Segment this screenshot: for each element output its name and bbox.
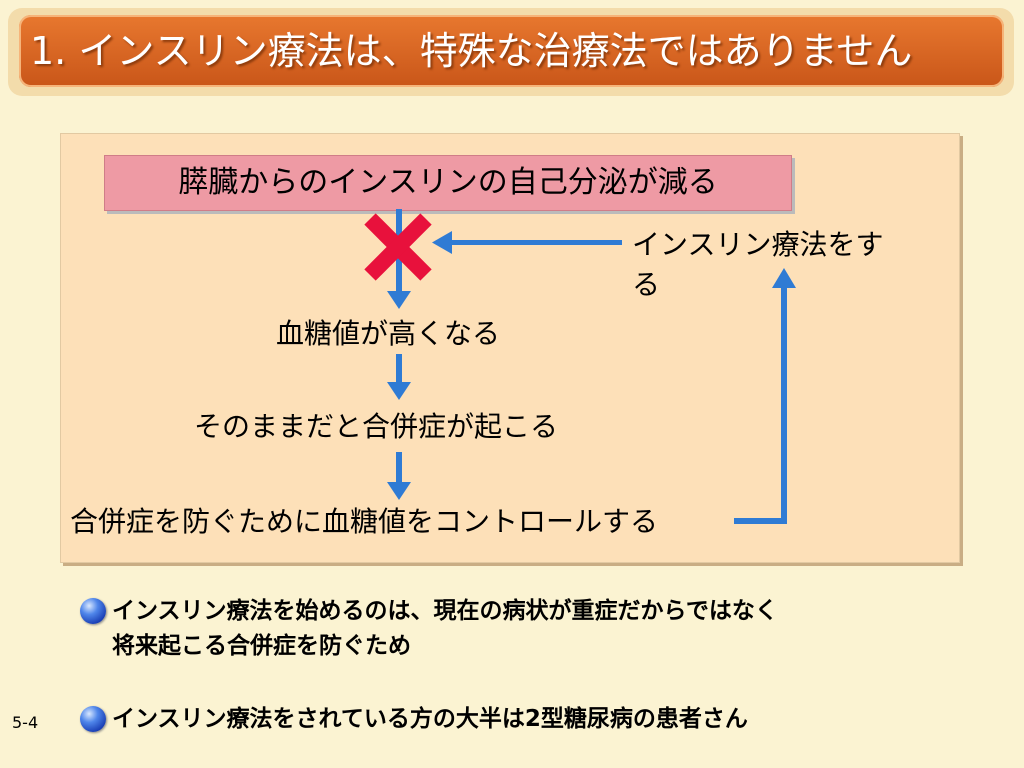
red-x-icon xyxy=(364,213,432,281)
down-arrowhead-2 xyxy=(387,382,411,400)
loop-up-shaft xyxy=(781,286,787,524)
title-bar xyxy=(19,15,1004,87)
page-number: 5-4 xyxy=(12,713,39,732)
bullet-1-line-2: 将来起こる合併症を防ぐため xyxy=(112,633,411,659)
left-arrowhead xyxy=(432,231,452,254)
down-arrowhead-3 xyxy=(387,482,411,500)
pancreas-secretion-box: 膵臓からのインスリンの自己分泌が減る xyxy=(104,155,792,211)
bullet-2-line-1: インスリン療法をされている方の大半は2型糖尿病の患者さん xyxy=(112,706,748,732)
bullet-icon xyxy=(80,706,106,732)
high-blood-glucose-step: 血糖値が高くなる xyxy=(276,317,501,350)
loop-bottom-shaft xyxy=(734,518,787,524)
bullet-icon xyxy=(80,598,106,624)
therapy-arrow-shaft xyxy=(450,240,622,245)
complications-step: そのままだと合併症が起こる xyxy=(194,410,559,443)
insulin-therapy-label-line2: る xyxy=(632,268,661,301)
bullet-1-line-1: インスリン療法を始めるのは、現在の病状が重症だからではなく xyxy=(112,598,778,624)
down-arrowhead-1 xyxy=(387,291,411,309)
insulin-therapy-label-line1: インスリン療法をす xyxy=(632,228,884,261)
up-arrowhead xyxy=(772,268,796,288)
slide-title: 1. インスリン療法は、特殊な治療法ではありません xyxy=(30,29,913,73)
glucose-control-step: 合併症を防ぐために血糖値をコントロールする xyxy=(70,505,659,538)
down-arrow-shaft-3 xyxy=(396,452,402,488)
down-arrow-shaft-2 xyxy=(396,354,402,386)
